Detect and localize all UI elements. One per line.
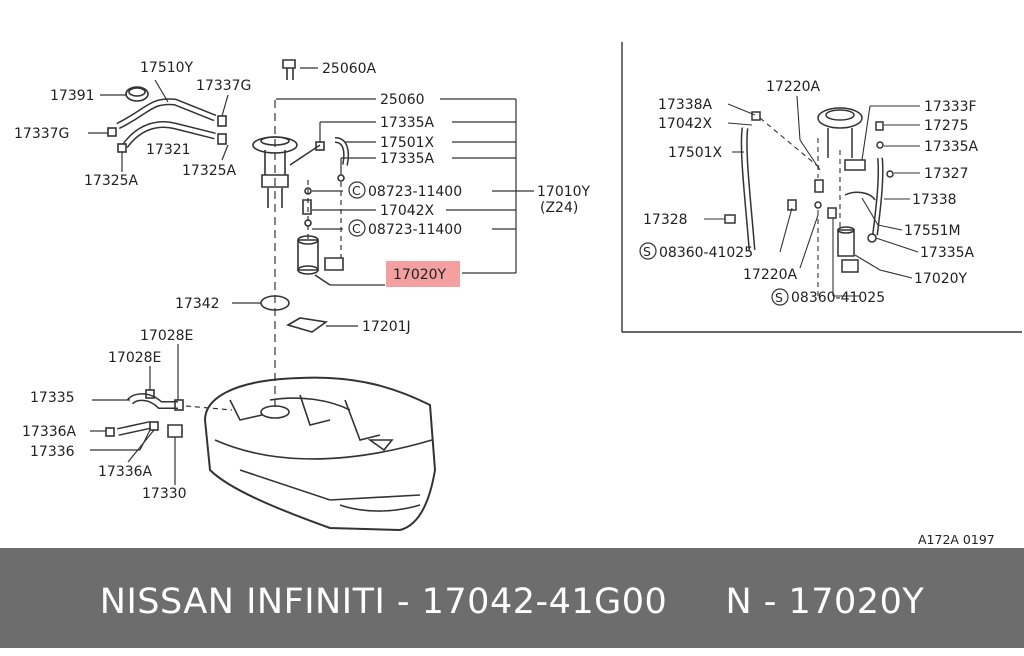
label-17330: 17330 <box>142 486 187 502</box>
rlabel-08360-41025-2: 08360-41025 <box>791 290 885 306</box>
label-17335: 17335 <box>30 390 75 406</box>
highlight-box <box>386 261 460 287</box>
s-marker-1: S <box>643 244 651 259</box>
label-17337G-left: 17337G <box>14 126 69 142</box>
right-part-labels: 17220A 17338A 17333F 17042X 17275 17335A… <box>639 79 979 306</box>
rlabel-17220A-bottom: 17220A <box>743 267 798 283</box>
left-part-labels: 17510Y 25060A 17391 17337G 25060 17337G … <box>14 60 591 502</box>
circle-c-marker-1 <box>348 181 366 199</box>
label-17510Y: 17510Y <box>140 60 194 76</box>
label-17020Y: 17020Y <box>393 267 447 283</box>
s-marker-2: S <box>775 290 783 305</box>
rlabel-17335A-2: 17335A <box>920 245 975 261</box>
label-17336A-bottom: 17336A <box>98 464 153 480</box>
label-z24: (Z24) <box>540 200 578 216</box>
circle-c-marker-2 <box>348 219 366 237</box>
circle-s-marker-2 <box>771 288 789 306</box>
circle-s-marker-1 <box>639 242 657 260</box>
rlabel-17501X: 17501X <box>668 145 723 161</box>
label-17336A-left: 17336A <box>22 424 77 440</box>
label-17342: 17342 <box>175 296 220 312</box>
rlabel-17338A: 17338A <box>658 97 713 113</box>
label-17336: 17336 <box>30 444 75 460</box>
rlabel-08360-41025-1: 08360-41025 <box>659 245 753 261</box>
rlabel-17551M: 17551M <box>904 223 961 239</box>
rlabel-17333F: 17333F <box>924 99 977 115</box>
banner-title: NISSAN INFINITI - 17042-41G00 N - 17020Y <box>99 582 925 622</box>
label-17028E-mid: 17028E <box>108 350 161 366</box>
label-08723-11400-1: 08723-11400 <box>368 184 462 200</box>
label-17325A-right: 17325A <box>182 163 237 179</box>
right-panel-frame <box>621 42 1022 333</box>
c-marker-1: C <box>352 183 361 198</box>
label-25060A: 25060A <box>322 61 377 77</box>
label-17201J: 17201J <box>362 319 411 335</box>
rlabel-17338: 17338 <box>912 192 957 208</box>
label-25060: 25060 <box>380 92 425 108</box>
label-17337G-top: 17337G <box>196 78 251 94</box>
right-assembly-drawing <box>724 107 894 300</box>
label-17391: 17391 <box>50 88 95 104</box>
left-leader-lines <box>88 67 534 485</box>
rlabel-17327: 17327 <box>924 166 969 182</box>
diagram-reference-code: A172A 0197 <box>918 532 995 547</box>
parts-diagram: 17510Y 25060A 17391 17337G 25060 17337G … <box>14 42 1022 547</box>
label-17010Y: 17010Y <box>537 184 591 200</box>
label-17335A-2: 17335A <box>380 151 435 167</box>
label-17501X: 17501X <box>380 135 435 151</box>
rlabel-17275: 17275 <box>924 118 969 134</box>
title-banner: NISSAN INFINITI - 17042-41G00 N - 17020Y <box>0 548 1024 648</box>
label-17335A-1: 17335A <box>380 115 435 131</box>
label-17325A-left: 17325A <box>84 173 139 189</box>
label-17321: 17321 <box>146 142 191 158</box>
label-08723-11400-2: 08723-11400 <box>368 222 462 238</box>
label-17042X: 17042X <box>380 203 435 219</box>
label-17028E-top: 17028E <box>140 328 193 344</box>
c-marker-2: C <box>352 221 361 236</box>
rlabel-17020Y: 17020Y <box>914 271 968 287</box>
rlabel-17220A-top: 17220A <box>766 79 821 95</box>
rlabel-17328: 17328 <box>643 212 688 228</box>
right-leader-lines <box>704 95 920 297</box>
rlabel-17042X: 17042X <box>658 116 713 132</box>
rlabel-17335A-1: 17335A <box>924 139 979 155</box>
